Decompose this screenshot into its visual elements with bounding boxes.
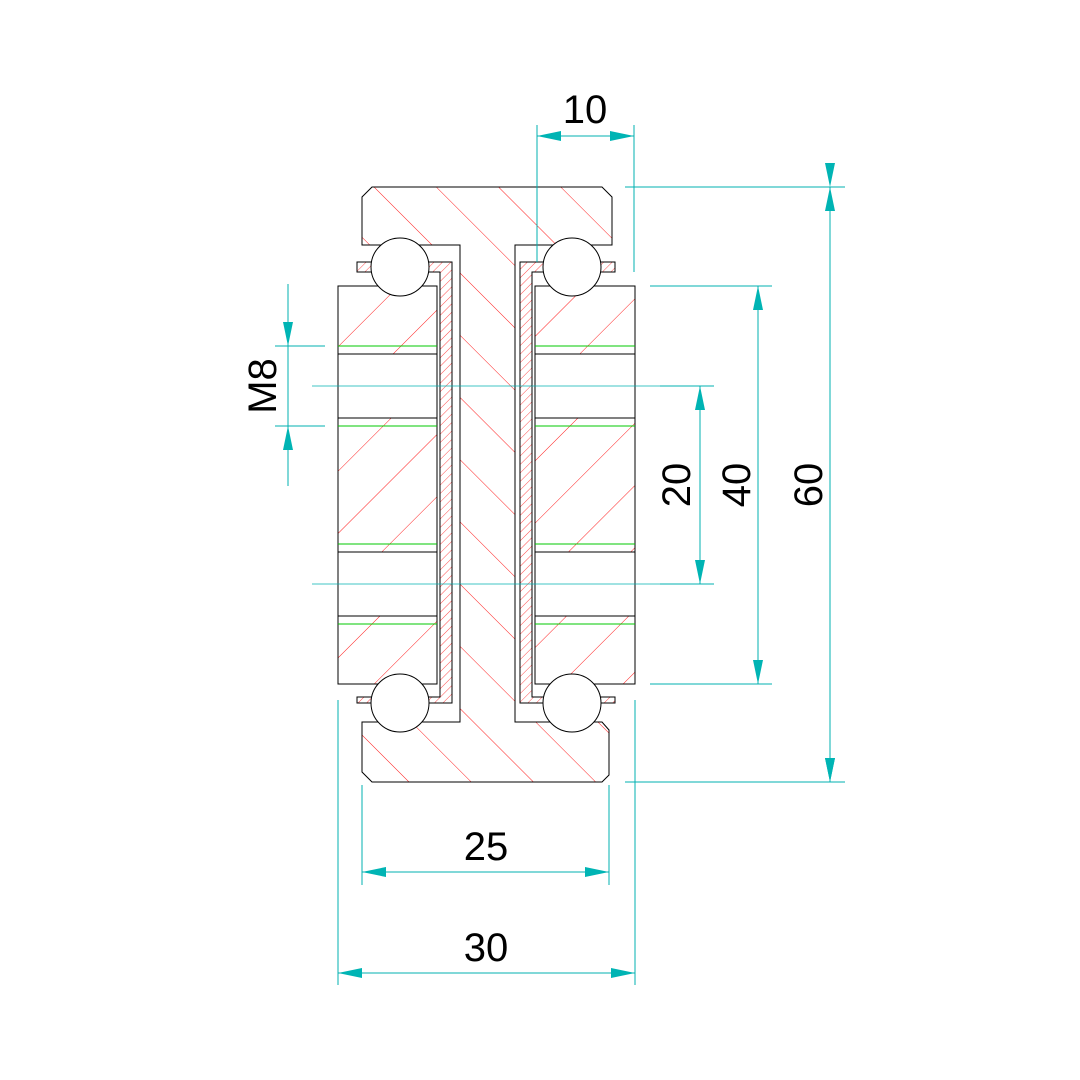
dim-inner-width: 25 — [464, 825, 509, 869]
dim-hole-spacing: 20 — [655, 463, 699, 508]
right-block — [534, 285, 636, 685]
ball-top-right — [542, 237, 602, 297]
dimension-lines — [275, 125, 845, 985]
center-rail — [361, 186, 613, 783]
dim-total-height: 60 — [787, 463, 831, 508]
dim-block-height: 40 — [715, 463, 759, 508]
dim-outer-width: 30 — [464, 926, 509, 970]
balls — [370, 237, 602, 733]
center-lines — [312, 385, 660, 585]
ball-bottom-right — [542, 673, 602, 733]
left-block — [337, 285, 438, 685]
ball-bottom-left — [370, 673, 430, 733]
dim-thread: M8 — [241, 358, 285, 414]
dimension-arrows — [283, 131, 835, 978]
dim-top-width: 10 — [563, 88, 608, 132]
ball-top-left — [370, 237, 430, 297]
